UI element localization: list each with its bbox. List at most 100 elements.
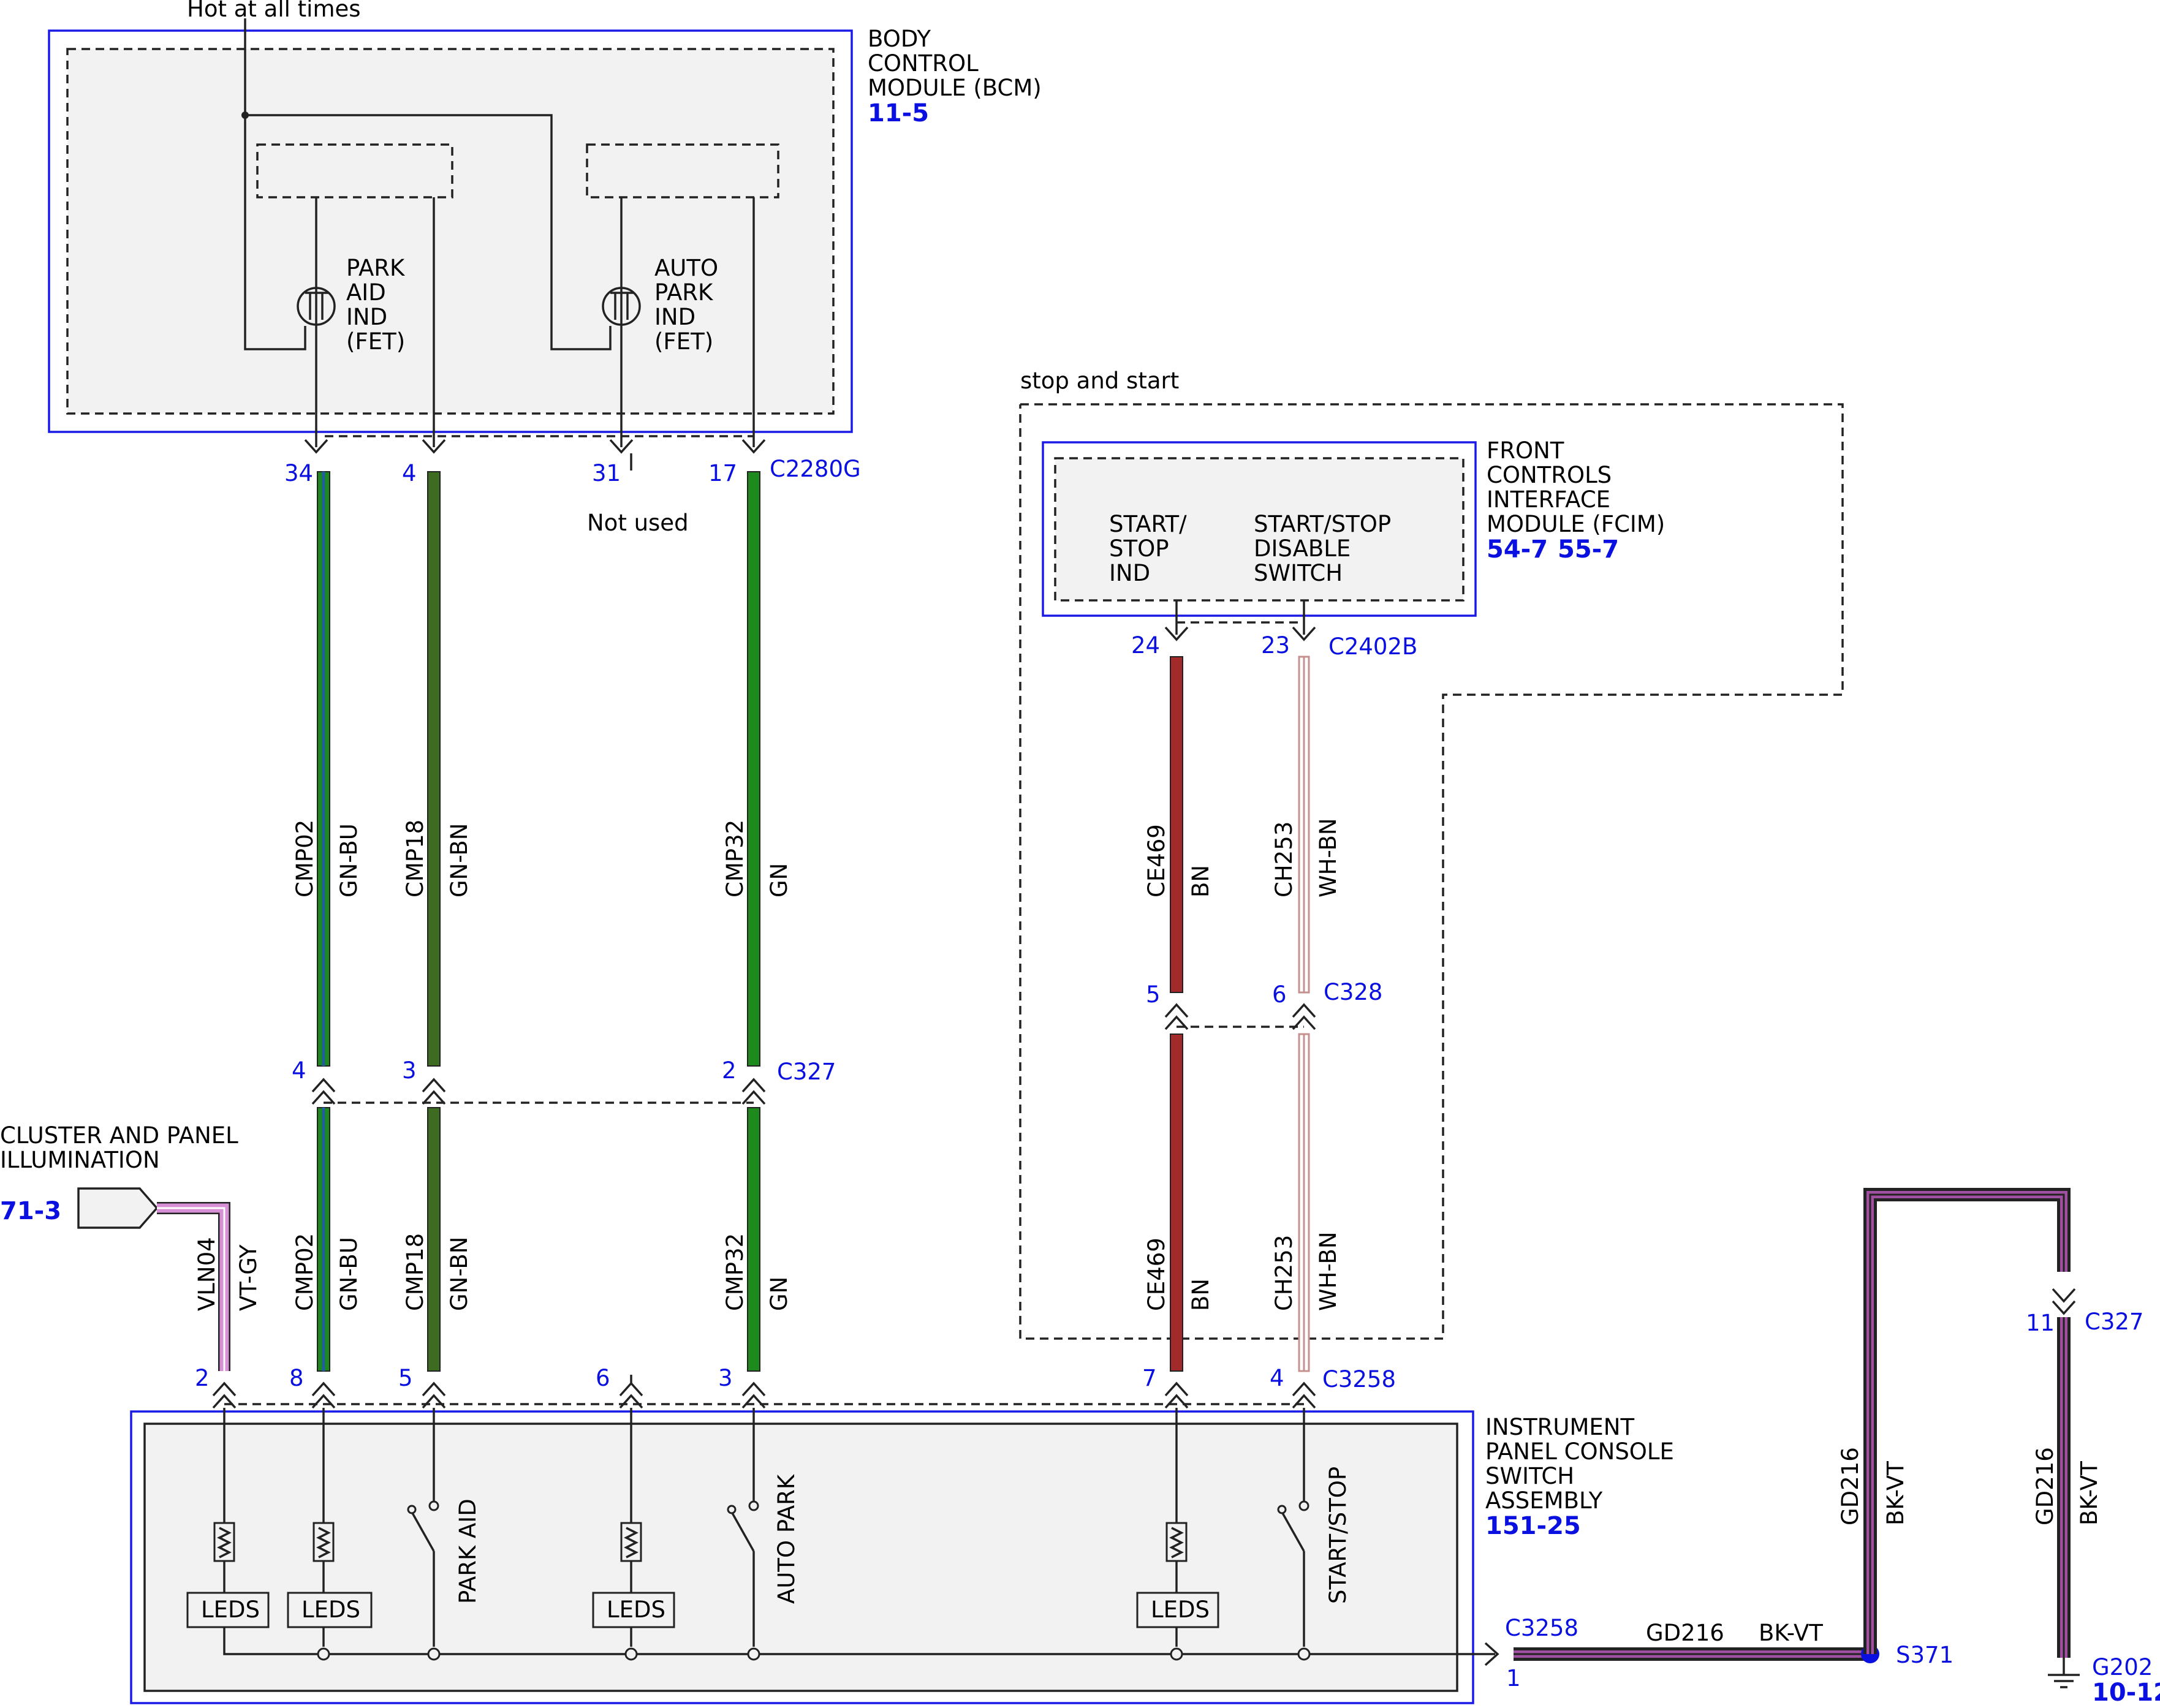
ipcs-inner-box <box>143 1423 1458 1692</box>
svg-text:BK-VT: BK-VT <box>1759 1620 1823 1646</box>
c327-ground-label: C327 <box>2085 1309 2143 1335</box>
svg-text:CMP02: CMP02 <box>292 1233 318 1311</box>
auto-park-ind-label: AUTO PARK IND (FET) <box>654 255 726 355</box>
fcim-inner-box <box>1054 457 1465 602</box>
start-stop-switch-icon <box>1277 1500 1309 1647</box>
c3258-label: C3258 <box>1322 1366 1396 1392</box>
hot-at-all-times-label: Hot at all times <box>187 0 361 22</box>
c328-pin-5: 5 <box>1146 981 1161 1008</box>
pin-17: 17 <box>708 460 737 486</box>
wire-cmp18-upper: CMP18 GN-BN <box>402 471 472 1067</box>
c328-label: C328 <box>1324 979 1382 1005</box>
ground-icon <box>2048 1658 2080 1688</box>
connector-c328: 5 6 C328 <box>1146 979 1382 1030</box>
hot-feed-line-park <box>244 115 306 350</box>
wire-ce469-lower: CE469 BN <box>1143 1033 1214 1372</box>
c327-label: C327 <box>777 1059 836 1085</box>
connector-c327: 4 3 2 C327 <box>292 1057 836 1105</box>
c327-pin-4: 4 <box>292 1057 306 1084</box>
svg-text:GD216: GD216 <box>1646 1620 1724 1646</box>
park-aid-label: PARK AID <box>455 1498 481 1604</box>
led-resistor-icon <box>313 1522 335 1562</box>
cluster-connector-shape <box>77 1187 159 1229</box>
svg-text:GD216: GD216 <box>1837 1447 1863 1525</box>
svg-text:GN: GN <box>766 863 792 897</box>
auto-park-label: AUTO PARK <box>773 1473 800 1604</box>
svg-text:GN-BU: GN-BU <box>336 823 362 897</box>
leds-label: LEDS <box>607 1597 665 1623</box>
svg-text:CMP32: CMP32 <box>722 820 748 897</box>
pin-4: 4 <box>402 460 417 486</box>
connector-c2402b: 24 23 C2402B <box>1131 621 1417 660</box>
c327-pin-3: 3 <box>402 1057 417 1084</box>
svg-text:BK-VT: BK-VT <box>2076 1461 2102 1525</box>
svg-text:GN-BU: GN-BU <box>336 1237 362 1311</box>
start-stop-disable-label: START/STOP DISABLE SWITCH <box>1254 511 1398 586</box>
ground-bus-line <box>223 1653 1495 1655</box>
c2402b-label: C2402B <box>1328 633 1417 660</box>
svg-text:BK-VT: BK-VT <box>1882 1461 1909 1525</box>
g202-page-ref[interactable]: 10-12 <box>2092 1679 2160 1707</box>
c3258-ground-label: C3258 <box>1505 1615 1578 1641</box>
park-aid-switch-icon <box>407 1500 439 1647</box>
svg-text:BN: BN <box>1188 1279 1214 1311</box>
c3258-pin-5: 5 <box>398 1365 413 1391</box>
c327-pin-2: 2 <box>722 1057 737 1084</box>
c3258-pin-2: 2 <box>195 1365 210 1391</box>
ipcs-module: LEDS LEDS LEDS LEDS PARK AI <box>130 1408 1674 1704</box>
bcm-label: BODY CONTROL MODULE (BCM) <box>868 26 1042 101</box>
pin-31: 31 <box>592 460 621 486</box>
leds-label: LEDS <box>301 1597 360 1623</box>
fcim-page-ref-1[interactable]: 54-7 <box>1487 535 1548 564</box>
auto-park-driver-box <box>586 143 779 198</box>
stop-start-label: stop and start <box>1020 368 1179 394</box>
park-aid-driver-box <box>256 143 453 198</box>
svg-text:VLN04: VLN04 <box>194 1237 220 1311</box>
wire-ce469-upper: CE469 BN <box>1143 656 1214 993</box>
pin-24: 24 <box>1131 632 1160 659</box>
svg-text:GD216: GD216 <box>2032 1447 2058 1525</box>
svg-text:CMP18: CMP18 <box>402 820 428 897</box>
bcm-page-ref[interactable]: 11-5 <box>868 99 929 127</box>
wire-cmp02-upper: CMP02 GN-BU <box>292 471 362 1067</box>
svg-text:GN-BN: GN-BN <box>446 1237 472 1311</box>
cluster-page-ref[interactable]: 71-3 <box>0 1197 61 1225</box>
svg-text:CH253: CH253 <box>1271 822 1297 897</box>
start-stop-label: START/STOP <box>1325 1467 1351 1604</box>
svg-text:WH-BN: WH-BN <box>1315 1232 1341 1312</box>
led-box <box>186 1592 270 1628</box>
auto-park-switch-icon <box>727 1500 759 1647</box>
led-box <box>287 1592 373 1628</box>
svg-text:CMP02: CMP02 <box>292 820 318 897</box>
ipcs-page-ref[interactable]: 151-25 <box>1485 1512 1581 1540</box>
bcm-outer-box <box>48 29 853 433</box>
svg-text:CE469: CE469 <box>1143 1238 1170 1311</box>
c3258-pin-1: 1 <box>1506 1665 1521 1691</box>
c3258-pin-3: 3 <box>718 1365 733 1391</box>
c3258-pin-6: 6 <box>596 1365 610 1391</box>
pin-34: 34 <box>284 460 313 486</box>
hot-feed-line <box>244 18 612 350</box>
wire-cmp18-lower: CMP18 GN-BN <box>402 1107 472 1372</box>
bcm-module: Hot at all times BODY CONTROL MODULE (BC… <box>48 0 1042 447</box>
cluster-label: CLUSTER AND PANEL ILLUMINATION <box>0 1122 246 1173</box>
svg-text:BN: BN <box>1188 865 1214 897</box>
fcim-label: FRONT CONTROLS INTERFACE MODULE (FCIM) <box>1487 437 1665 537</box>
cluster-illumination: CLUSTER AND PANEL ILLUMINATION 71-3 VLN0… <box>0 1122 262 1371</box>
g202-label: G202 <box>2092 1654 2153 1680</box>
c328-pin-6: 6 <box>1272 981 1287 1008</box>
c3258-pin-7: 7 <box>1142 1365 1157 1391</box>
c3258-pin-8: 8 <box>289 1365 304 1391</box>
ipcs-outer-box <box>130 1410 1474 1704</box>
bcm-inner-box <box>66 48 835 415</box>
leds-label: LEDS <box>201 1597 260 1623</box>
led-box <box>1136 1592 1219 1628</box>
led-box <box>592 1592 675 1628</box>
wire-cmp32-upper: CMP32 GN <box>722 471 792 1067</box>
wire-cmp02-lower: CMP02 GN-BU <box>292 1107 362 1372</box>
connector-c2280g: 34 4 31 17 C2280G Not used <box>284 435 861 536</box>
not-used-label: Not used <box>587 510 689 536</box>
wire-ch253-upper: CH253 WH-BN <box>1271 656 1341 994</box>
fcim-module: START/ STOP IND START/STOP DISABLE SWITC… <box>1042 437 1665 635</box>
fcim-page-ref-2[interactable]: 55-7 <box>1558 535 1619 564</box>
